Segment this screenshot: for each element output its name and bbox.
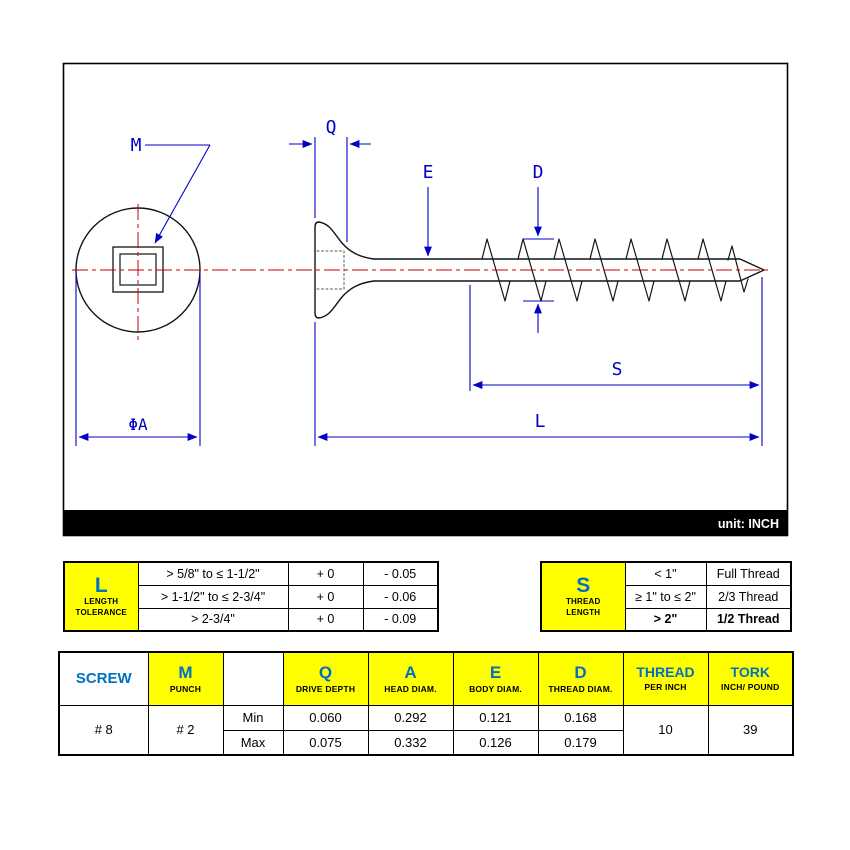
thread-tip (727, 245, 749, 293)
drive-depth-letter: Q (318, 662, 333, 682)
screw-side-view (314, 221, 765, 319)
screw-technical-drawing: unit: INCH (62, 62, 789, 537)
screw-header-cell: SCREW (58, 651, 149, 706)
m-leader-arrow (154, 144, 211, 244)
min-thread-diam-cell: 0.168 (537, 704, 624, 731)
unit-bar (64, 510, 787, 536)
label-m-punch: M (131, 135, 142, 156)
plus-tolerance-cell: + 0 (287, 561, 364, 586)
max-label-cell: Max (222, 729, 284, 756)
length-tolerance-table: L LENGTH TOLERANCE > 5/8" to ≤ 1-1/2" + … (63, 561, 439, 632)
thread-per-inch-cell: 10 (622, 704, 709, 756)
punch-sub: PUNCH (169, 684, 202, 695)
l-symbol: L (94, 574, 108, 598)
body-diam-sub: BODY DIAM. (469, 684, 522, 695)
label-d-thread-diam: D (533, 162, 544, 183)
punch-size-cell: # 2 (147, 704, 224, 756)
thread-per-inch-title: THREAD (636, 664, 695, 681)
minus-tolerance-cell: - 0.05 (362, 561, 439, 586)
max-drive-depth-cell: 0.075 (282, 729, 369, 756)
frame-border (62, 62, 789, 537)
max-head-diam-cell: 0.332 (367, 729, 454, 756)
punch-letter: M (178, 662, 193, 682)
label-q-drive-depth: Q (326, 117, 337, 138)
thread-per-inch-header-cell: THREAD PER INCH (622, 651, 709, 706)
s-symbol: S (576, 574, 591, 598)
tork-value-cell: 39 (707, 704, 794, 756)
min-label-cell: Min (222, 704, 284, 731)
table-row: ≥ 1" to ≤ 2" 2/3 Thread (541, 584, 792, 609)
thread-range-cell: < 1" (624, 561, 707, 586)
punch-header-cell: M PUNCH (147, 651, 224, 706)
drive-depth-sub: DRIVE DEPTH (295, 684, 356, 695)
spec-header-row: SCREW M PUNCH Q DRIVE DEPTH A HEAD DIAM.… (58, 651, 794, 706)
head-diam-header-cell: A HEAD DIAM. (367, 651, 454, 706)
thread-value-cell: Full Thread (705, 561, 792, 586)
dimension-lines (75, 137, 763, 446)
screw-body-lines (373, 258, 765, 282)
tork-title: TORK (730, 664, 770, 681)
thread-per-inch-sub: PER INCH (644, 682, 687, 693)
min-drive-depth-cell: 0.060 (282, 704, 369, 731)
length-tolerance-header-cell: L LENGTH TOLERANCE (63, 561, 139, 632)
thread-diam-sub: THREAD DIAM. (548, 684, 613, 695)
spec-max-row: Max 0.075 0.332 0.126 0.179 (59, 729, 793, 756)
table-row: S THREAD LENGTH < 1" Full Thread (540, 561, 792, 632)
table-row: L LENGTH TOLERANCE > 5/8" to ≤ 1-1/2" + … (63, 561, 439, 632)
plus-tolerance-cell: + 0 (287, 584, 364, 609)
minus-tolerance-cell: - 0.06 (362, 584, 439, 609)
length-title: LENGTH (566, 607, 601, 617)
centerlines (72, 204, 770, 342)
unit-note: unit: INCH (718, 517, 779, 531)
dimension-labels: M Q E D S L ΦA (128, 117, 622, 434)
thread-length-table: S THREAD LENGTH < 1" Full Thread ≥ 1" to… (540, 561, 792, 632)
tork-header-cell: TORK INCH/ POUND (707, 651, 794, 706)
thread-length-header-cell: S THREAD LENGTH (540, 561, 626, 632)
max-body-diam-cell: 0.126 (452, 729, 539, 756)
label-l-length: L (535, 411, 546, 432)
label-s-thread-length: S (612, 359, 623, 380)
min-head-diam-cell: 0.292 (367, 704, 454, 731)
head-diam-sub: HEAD DIAM. (384, 684, 437, 695)
drive-depth-header-cell: Q DRIVE DEPTH (282, 651, 369, 706)
tolerance-title: TOLERANCE (75, 607, 127, 617)
screw-threads (481, 238, 749, 302)
thread-value-cell: 2/3 Thread (705, 584, 792, 609)
screw-size-cell: # 8 (58, 704, 149, 756)
label-e-body-diam: E (423, 162, 434, 183)
length-range-cell: > 2-3/4" (137, 607, 289, 632)
spec-min-row: # 8 # 2 Min 0.060 0.292 0.121 0.168 10 3… (58, 704, 794, 756)
table-row: > 2" 1/2 Thread (541, 607, 792, 632)
thread-diam-header-cell: D THREAD DIAM. (537, 651, 624, 706)
tork-sub: INCH/ POUND (721, 682, 780, 693)
head-diam-letter: A (404, 662, 417, 682)
table-row: > 1-1/2" to ≤ 2-3/4" + 0 - 0.06 (64, 584, 439, 609)
length-range-cell: > 1-1/2" to ≤ 2-3/4" (137, 584, 289, 609)
thread-range-cell: ≥ 1" to ≤ 2" (624, 584, 707, 609)
screw-spec-table: SCREW M PUNCH Q DRIVE DEPTH A HEAD DIAM.… (58, 651, 794, 756)
screw-head-profile (314, 221, 375, 319)
length-title: LENGTH (84, 597, 119, 607)
thread-title: THREAD (565, 597, 601, 607)
table-row: > 2-3/4" + 0 - 0.09 (64, 607, 439, 632)
thread-value-cell: 1/2 Thread (705, 607, 792, 632)
minus-tolerance-cell: - 0.09 (362, 607, 439, 632)
min-body-diam-cell: 0.121 (452, 704, 539, 731)
thread-diam-letter: D (574, 662, 587, 682)
thread-range-cell: > 2" (624, 607, 707, 632)
screw-header: SCREW (75, 670, 132, 688)
label-phi-a-head-diam: ΦA (128, 415, 148, 434)
length-range-cell: > 5/8" to ≤ 1-1/2" (137, 561, 289, 586)
blank-header-cell (222, 651, 284, 706)
body-diam-header-cell: E BODY DIAM. (452, 651, 539, 706)
plus-tolerance-cell: + 0 (287, 607, 364, 632)
max-thread-diam-cell: 0.179 (537, 729, 624, 756)
body-diam-letter: E (489, 662, 502, 682)
drawing-frame: unit: INCH (62, 62, 789, 537)
